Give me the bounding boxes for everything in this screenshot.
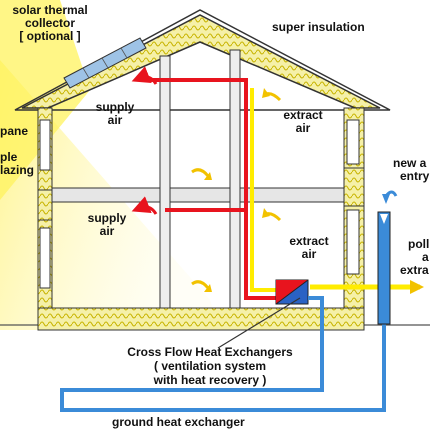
label-extract-air-lower: extract: [289, 234, 329, 248]
label-cross-flow: Cross Flow Heat Exchangers: [127, 345, 293, 359]
callout-line: [217, 297, 301, 349]
middle-floor-insul-right: [343, 167, 365, 207]
label-pane: pane: [0, 124, 29, 138]
floor-slab: [37, 307, 365, 331]
label-supply-air-upper: supply: [95, 100, 135, 114]
label-cross-flow-2: ( ventilation system: [153, 359, 267, 373]
window-left-upper: [39, 119, 51, 171]
supply-arrows: [131, 66, 158, 215]
solar-collector: [63, 37, 147, 89]
label-supply-air-upper-2: air: [107, 113, 123, 127]
label-polluted: poll: [408, 237, 430, 251]
window-right-lower: [346, 209, 360, 275]
intake-post: [377, 211, 391, 325]
column-left: [159, 55, 171, 309]
label-ple: ple: [0, 150, 18, 164]
label-supply-air-lower-2: air: [99, 224, 115, 238]
ground-loop: [60, 220, 386, 412]
label-solar-thermal: solar thermal: [12, 3, 88, 17]
label-collector: collector: [24, 16, 75, 30]
column-right: [229, 49, 241, 309]
label-polluted-2: a: [422, 250, 429, 264]
label-supply-air-lower: supply: [87, 211, 127, 225]
heat-exchanger: [275, 279, 309, 305]
label-lazing: lazing: [0, 163, 35, 177]
label-cross-flow-3: with heat recovery ): [153, 373, 267, 387]
window-left-lower: [39, 227, 51, 289]
label-optional: [ optional ]: [19, 29, 81, 43]
middle-floor-insul-left: [37, 189, 53, 221]
intake-cap: [380, 214, 388, 224]
label-super-insulation: super insulation: [272, 20, 365, 34]
label-ground-heat: ground heat exchanger: [112, 415, 245, 429]
label-polluted-3: extra: [400, 263, 429, 277]
label-new-air: new a: [393, 156, 427, 170]
middle-floor: [51, 187, 345, 203]
extract-arrows: [191, 88, 282, 292]
label-extract-air-upper-2: air: [295, 121, 311, 135]
exhaust-arrowhead: [410, 280, 424, 294]
window-right-upper: [346, 119, 360, 165]
new-air-arrowhead: [382, 194, 390, 204]
label-new-air-2: entry: [400, 169, 430, 183]
label-extract-air-upper: extract: [283, 108, 323, 122]
label-extract-air-lower-2: air: [301, 247, 317, 261]
